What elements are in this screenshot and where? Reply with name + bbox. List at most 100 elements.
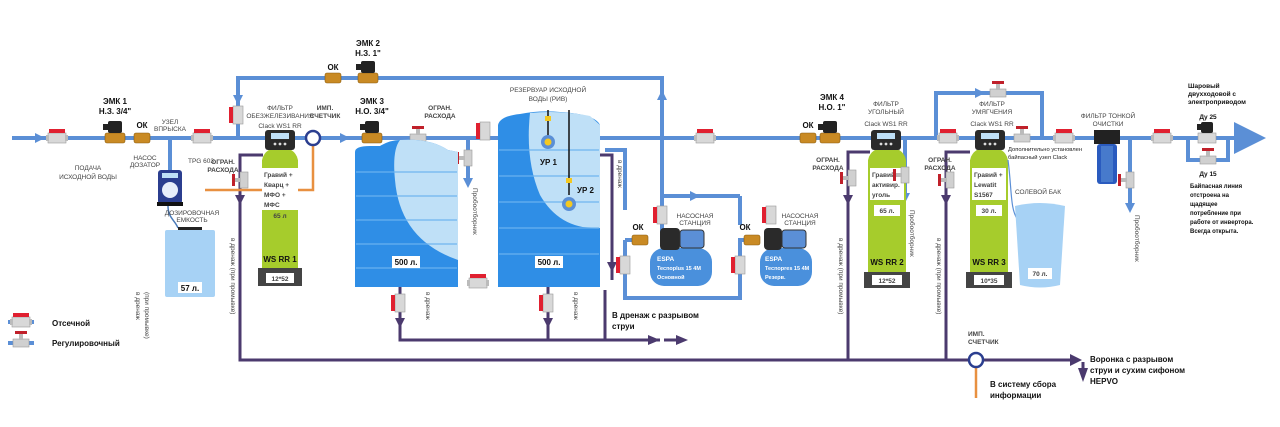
emk4-solenoid-valve[interactable] (817, 120, 841, 144)
funnel-label: Воронка с разрывом (1090, 355, 1173, 364)
filter1-drain-label: в дренаж (при промывке) (229, 238, 236, 314)
svg-text:Байпасная линия: Байпасная линия (1190, 183, 1243, 190)
meter2-label: ИМП. (968, 331, 985, 338)
pump1-station-label-2: СТАНЦИЯ (679, 220, 711, 227)
flow-limiter-1-label-2: РАСХОДА (207, 167, 239, 174)
tank2-drain-valve[interactable] (538, 293, 554, 313)
flow-limiter-3[interactable] (839, 169, 857, 187)
pump2-check-valve[interactable] (743, 234, 761, 246)
inlet-shutoff-valve[interactable] (45, 128, 69, 144)
pump-station-reserve[interactable] (760, 228, 812, 286)
dosing-pump-model: TPG 603 (188, 158, 214, 165)
filter2-vessel[interactable] (864, 148, 910, 288)
filter2-title: ФИЛЬТР (873, 101, 899, 108)
softener-bypass-valve[interactable] (989, 80, 1007, 98)
filter3-valve: Clack WS1 RR (970, 121, 1014, 128)
pump2-brand: ESPA (765, 256, 783, 263)
filter3-vessel[interactable] (966, 148, 1012, 288)
bypass-regulating-valve[interactable] (1199, 147, 1217, 165)
tank2-inlet-valve[interactable] (475, 121, 491, 141)
check-valve-2[interactable] (324, 72, 342, 84)
pump-outlet-shutoff-valve[interactable] (693, 128, 717, 144)
injection-label: УЗЕЛ (162, 119, 179, 126)
legend-shutoff-icon (8, 312, 34, 328)
filter1-vessel[interactable] (258, 148, 302, 286)
pump2-outlet-valve[interactable] (761, 205, 777, 225)
meter2-label-2: СЧЕТЧИК (968, 339, 999, 346)
tank2-level1: УР 1 (540, 158, 558, 167)
bypass-shutoff-valve[interactable] (228, 105, 244, 125)
legend-regulating-label: Регулировочный (52, 339, 120, 348)
filter3-model: WS RR 3 (972, 258, 1006, 267)
air-gap-drain-label: В дренаж с разрывом (612, 311, 699, 320)
filter1-size: 12*52 (272, 276, 289, 283)
emk3-solenoid-valve[interactable] (359, 120, 383, 144)
emk1-name: ЭМК 1 (103, 97, 127, 106)
pump1-outlet-valve[interactable] (652, 205, 668, 225)
pump2-station-label: НАСОСНАЯ (782, 213, 819, 220)
flow-limiter-2-label-2: РАСХОДА (424, 113, 456, 120)
dosing-tank-volume: 57 л. (181, 284, 199, 293)
check-valve-3[interactable] (799, 132, 817, 144)
filter1-media-1: Гравий + (264, 171, 293, 179)
tank-link-valve[interactable] (466, 273, 490, 289)
legend: Отсечной Регулировочный (8, 312, 120, 348)
flow-limiter-4[interactable] (937, 171, 955, 189)
check-valve-1[interactable] (133, 132, 151, 144)
inlet-label-2: ИСХОДНОЙ ВОДЫ (59, 172, 117, 181)
pump1-station-label: НАСОСНАЯ (677, 213, 714, 220)
filter3-bypass-note-2: байпасный узел Clack (1008, 154, 1067, 161)
filter2-media-1: Гравий + (872, 171, 901, 179)
emk2-spec: Н.З. 1" (355, 49, 381, 58)
filter1-model: WS RR 1 (263, 255, 297, 264)
filter1-valve: Clack WS1 RR (258, 123, 302, 130)
emk1-solenoid-valve[interactable] (102, 120, 126, 144)
pump1-check-label: ОК (632, 223, 643, 232)
shutoff-valve-2[interactable] (190, 128, 214, 144)
filter1-title-2: ОБЕЗЖЕЛЕЗИВАНИЯ (246, 113, 314, 120)
svg-text:потребление при: потребление при (1190, 210, 1241, 217)
pump1-check-valve[interactable] (631, 234, 649, 246)
tank2-title-2: ВОДЫ (РИВ) (529, 96, 568, 103)
funnel-label-3: HEPVO (1090, 377, 1118, 386)
flow-limiter-2-label: ОГРАН. (428, 105, 452, 112)
pump1-inlet-valve[interactable] (615, 255, 631, 275)
flow-limiter-2[interactable] (409, 125, 427, 143)
funnel-label-2: струи и сухим сифоном (1090, 366, 1185, 375)
pump1-model: Tecnoplus 15 4M (657, 266, 701, 272)
dosing-tank-label-2: ЕМКОСТЬ (176, 217, 207, 224)
clack-bypass-valve[interactable] (1013, 125, 1031, 143)
injection-label-2: ВПРЫСКА (154, 126, 187, 133)
flow-limiter-1-label: ОГРАН. (211, 159, 235, 166)
pump2-inlet-valve[interactable] (730, 255, 746, 275)
sampler-valve-2[interactable] (892, 166, 910, 184)
filter2-controller[interactable] (871, 130, 901, 150)
filter3-size: 10*35 (981, 278, 998, 285)
pump2-station-label-2: СТАНЦИЯ (784, 220, 816, 227)
final-shutoff-valve[interactable] (1150, 128, 1174, 144)
check-valve-3-label: ОК (802, 121, 813, 130)
bypass-note: Байпасная линия отстроена на щадящее пот… (1190, 183, 1254, 235)
filter1-controller[interactable] (265, 130, 295, 150)
pump-station-main[interactable] (650, 228, 712, 286)
emk3-spec: Н.О. 3/4" (355, 107, 389, 116)
sampler-1-label: Пробоотборник (471, 188, 479, 235)
filter3-volume: 30 л. (982, 208, 997, 215)
filter2-volume: 65 л. (880, 208, 895, 215)
filter3-controller[interactable] (975, 130, 1005, 150)
emk2-solenoid-valve[interactable] (355, 60, 379, 84)
sampler-valve-3[interactable] (1117, 171, 1135, 189)
softener-inlet-valve[interactable] (936, 128, 960, 144)
tank2-volume: 500 л. (538, 258, 561, 267)
filter2-model: WS RR 2 (870, 258, 904, 267)
softener-outlet-valve[interactable] (1052, 128, 1076, 144)
sampler-valve-1[interactable] (455, 149, 473, 167)
filter3-title: ФИЛЬТР (979, 101, 1005, 108)
motorized-ball-valve[interactable] (1197, 122, 1217, 144)
fine-filter[interactable] (1094, 130, 1120, 184)
flow-limiter-1[interactable] (231, 171, 249, 189)
dosing-pump[interactable] (157, 170, 183, 206)
tank1-drain-valve[interactable] (390, 293, 406, 313)
info-system-label-2: информации (990, 391, 1041, 400)
filter3-bypass-note: Дополнительно установлен (1008, 147, 1082, 153)
